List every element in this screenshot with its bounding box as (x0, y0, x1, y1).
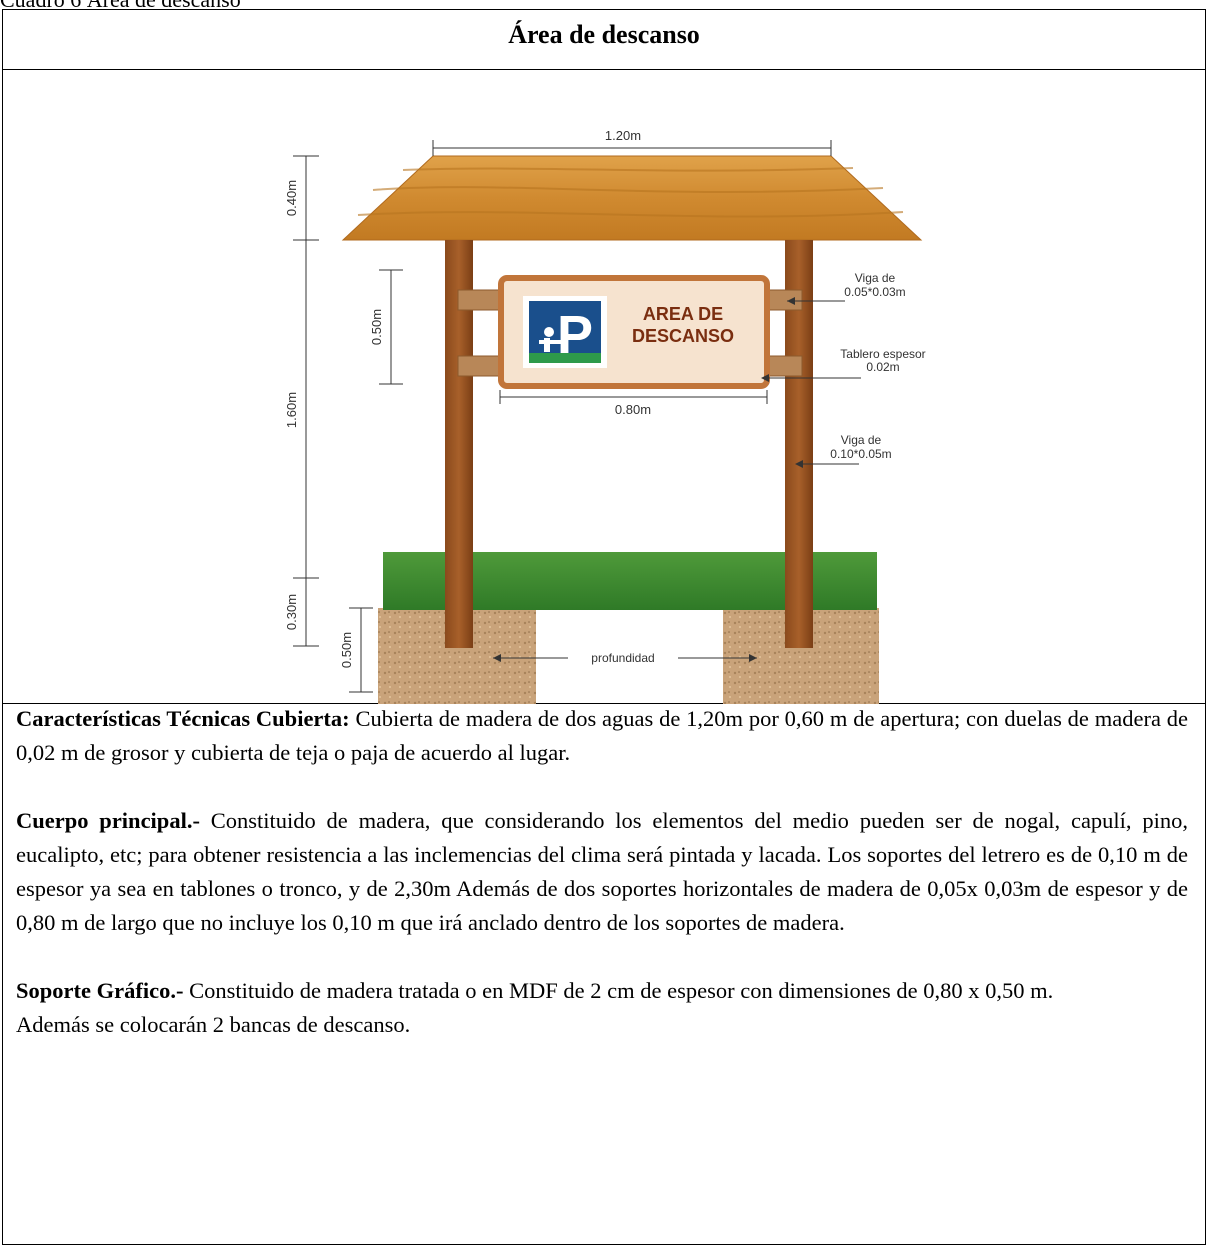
heading-cuerpo: Cuerpo principal.- (16, 808, 200, 833)
dim-panel-width: 0.80m (615, 402, 651, 417)
note-beam-small-1: Viga de (855, 271, 896, 285)
body-soporte: Constituido de madera tratada o en MDF d… (183, 978, 1054, 1003)
extra-soporte: Además se colocarán 2 bancas de descanso… (16, 1012, 411, 1037)
heading-cubierta: Características Técnicas Cubierta: (16, 706, 350, 731)
paragraph-cuerpo: Cuerpo principal.- Constituido de madera… (16, 804, 1188, 940)
note-beam-large-2: 0.10*0.05m (830, 447, 891, 461)
dim-width-top: 1.20m (605, 128, 641, 143)
body-cuerpo: Constituido de madera, que considerando … (16, 808, 1188, 935)
note-beam-large-1: Viga de (841, 433, 882, 447)
title-row: Área de descanso (3, 10, 1205, 70)
dim-ground: 0.30m (284, 594, 299, 630)
dim-panel: 0.50m (369, 309, 384, 345)
dim-depth: 0.50m (339, 632, 354, 668)
paragraph-cubierta: Características Técnicas Cubierta: Cubie… (16, 702, 1188, 770)
table-title: Área de descanso (508, 20, 700, 49)
paragraph-soporte: Soporte Gráfico.- Constituido de madera … (16, 974, 1188, 1042)
parking-rest-icon (529, 301, 601, 363)
svg-text:P: P (557, 305, 593, 365)
note-board-1: Tablero espesor (840, 347, 925, 361)
dim-post: 1.60m (284, 392, 299, 428)
figure-row: P AREA DE DESCANSO 1.20m 0.40m 1.60m 0.3… (3, 70, 1205, 704)
sign-text-line1: AREA DE (643, 304, 723, 324)
description-text: Características Técnicas Cubierta: Cubie… (16, 702, 1188, 1042)
note-beam-small-2: 0.05*0.03m (844, 285, 905, 299)
info-table: Área de descanso (2, 9, 1206, 1245)
note-board-2: 0.02m (866, 360, 899, 374)
dim-roof: 0.40m (284, 180, 299, 216)
roof (341, 155, 923, 241)
heading-soporte: Soporte Gráfico.- (16, 978, 184, 1003)
rest-area-diagram: P AREA DE DESCANSO 1.20m 0.40m 1.60m 0.3… (284, 128, 926, 704)
sign-text-line2: DESCANSO (632, 326, 734, 346)
depth-label: profundidad (591, 651, 654, 665)
body-cubierta: Cubierta de madera de dos aguas de 1,20m… (16, 706, 1188, 765)
